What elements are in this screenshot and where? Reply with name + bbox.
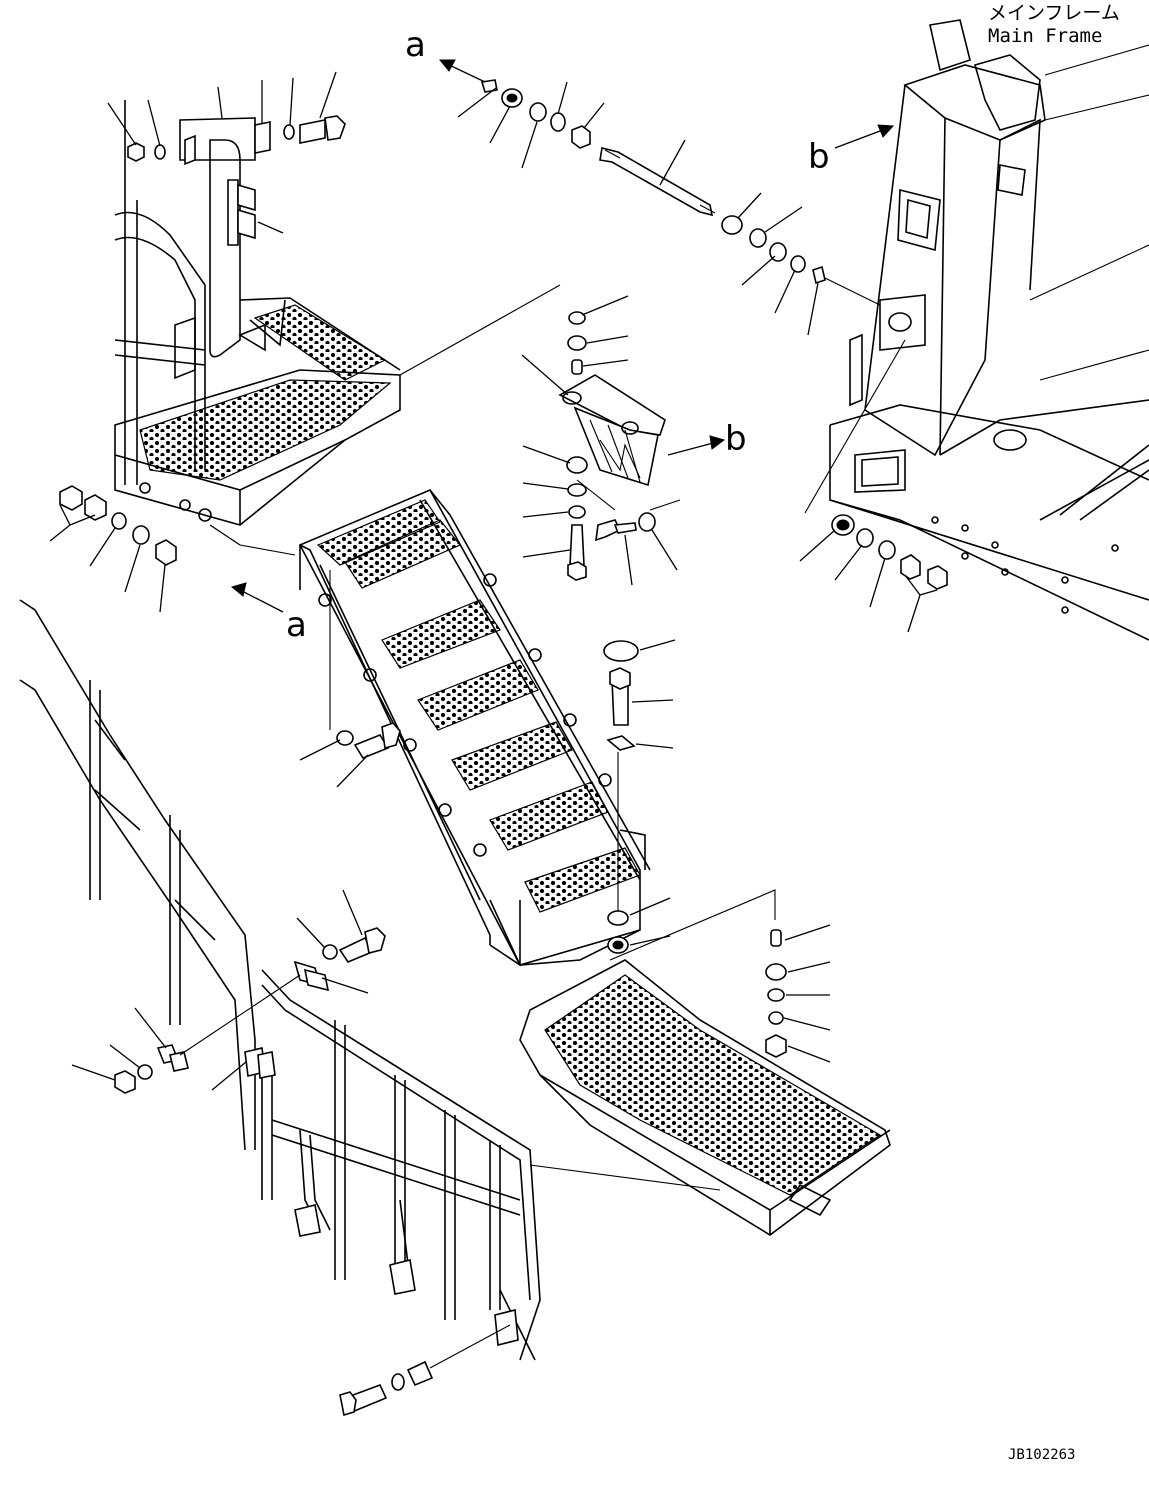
leader-lines-upper-left [49, 71, 337, 613]
stairway-assembly [298, 488, 651, 967]
lower-handrail-assembly [19, 599, 541, 1361]
bracket-assembly: b [399, 284, 747, 586]
view-marker-a-left: a [230, 544, 307, 645]
lower-step-platform [519, 889, 891, 1236]
main-frame [829, 19, 1149, 641]
stair-mid-fasteners [299, 570, 676, 954]
drawing-number: JB102263 [1008, 1447, 1075, 1463]
lower-left-fasteners [71, 889, 386, 1094]
view-marker-b-upper-label: b [808, 137, 830, 177]
view-marker-b-upper: b [808, 124, 895, 177]
main-frame-label-jp: メインフレーム [988, 2, 1120, 24]
view-marker-a-top-label: a [405, 25, 426, 65]
right-frame-fasteners [799, 339, 948, 633]
bottom-fasteners [339, 1164, 721, 1417]
upper-left-fasteners [59, 115, 346, 566]
view-marker-b-center-label: b [725, 419, 747, 459]
upper-platform-assembly [114, 100, 401, 526]
link-rod-assembly: a [405, 25, 881, 336]
view-marker-a-left-label: a [286, 605, 307, 645]
main-frame-label-en: Main Frame [988, 25, 1102, 47]
